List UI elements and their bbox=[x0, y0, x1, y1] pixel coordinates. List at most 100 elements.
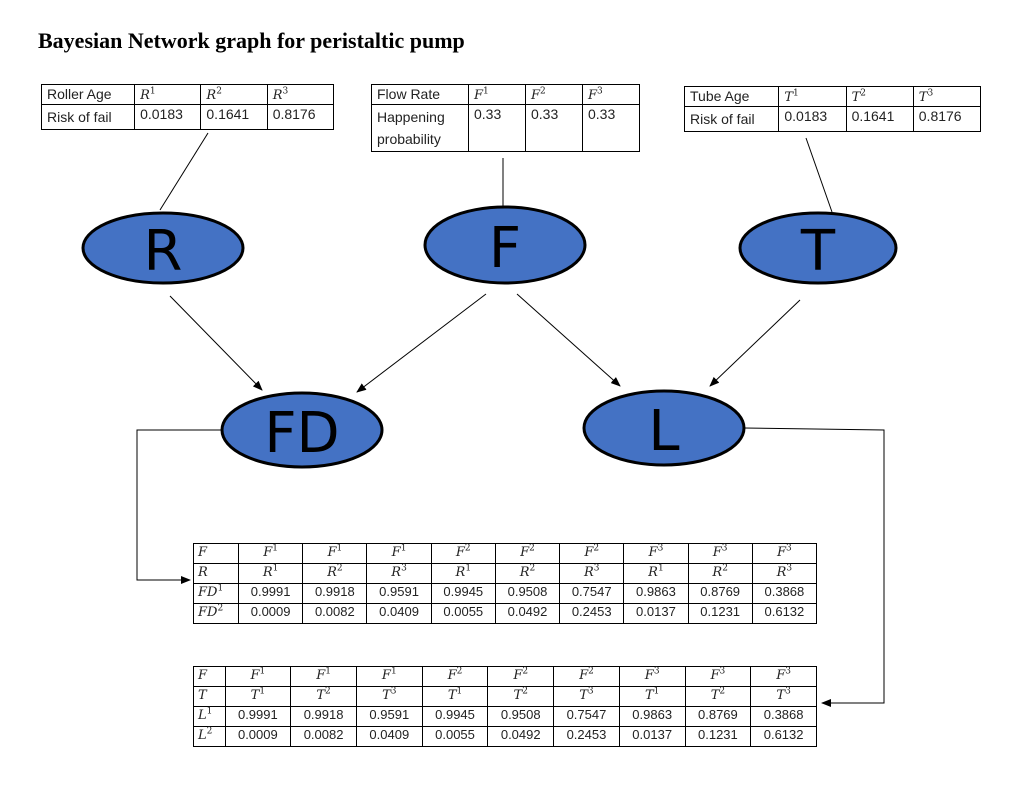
state-cell: F1 bbox=[366, 543, 432, 564]
page-title: Bayesian Network graph for peristaltic p… bbox=[38, 28, 465, 53]
node-t: T bbox=[738, 211, 898, 285]
node-r: R bbox=[81, 211, 245, 285]
state-cell: F2 bbox=[525, 84, 583, 105]
state-cell: F3 bbox=[751, 543, 818, 564]
symbol-base: R bbox=[327, 565, 337, 581]
state-cell: T1 bbox=[618, 686, 686, 707]
symbol-superscript: 3 bbox=[653, 667, 660, 677]
symbol-superscript: 1 bbox=[483, 86, 489, 97]
value-cell: 0.9508 bbox=[494, 583, 561, 604]
value-cell: 0.8176 bbox=[912, 106, 982, 132]
state-cell: R2 bbox=[494, 563, 561, 584]
symbol-superscript: 3 bbox=[785, 667, 791, 677]
symbol-base: F bbox=[712, 545, 722, 561]
symbol-base: R bbox=[198, 565, 208, 580]
value-cell: 0.9863 bbox=[618, 706, 686, 727]
value-cell: 0.6132 bbox=[750, 726, 817, 747]
state-cell: F1 bbox=[238, 543, 304, 564]
symbol-base: L bbox=[198, 708, 207, 724]
symbol-superscript: 3 bbox=[593, 564, 600, 574]
state-cell: F3 bbox=[687, 543, 753, 564]
symbol-base: T bbox=[198, 688, 207, 703]
symbol-base: R bbox=[519, 565, 530, 581]
symbol-base: R bbox=[776, 565, 787, 581]
symbol-base: F bbox=[531, 88, 541, 103]
symbol-base: T bbox=[918, 90, 928, 105]
value-cell: 0.9918 bbox=[290, 706, 357, 727]
symbol-superscript: 2 bbox=[217, 604, 224, 614]
value-cell: 0.1231 bbox=[687, 603, 753, 624]
state-cell: F1 bbox=[302, 543, 368, 564]
value-cell: 0.33 bbox=[468, 104, 526, 152]
symbol-superscript: 1 bbox=[390, 667, 397, 677]
symbol-base: R bbox=[455, 565, 466, 581]
symbol-base: R bbox=[391, 565, 402, 581]
symbol-superscript: 2 bbox=[522, 667, 529, 677]
value-cell: 0.0409 bbox=[366, 603, 432, 624]
value-cell: 0.3868 bbox=[751, 583, 818, 604]
symbol-base: R bbox=[262, 565, 273, 581]
edge-f-l bbox=[516, 293, 621, 387]
state-cell: T1 bbox=[421, 686, 489, 707]
symbol-base: R bbox=[140, 88, 150, 103]
symbol-base: F bbox=[584, 545, 594, 561]
state-cell: F1 bbox=[224, 666, 292, 687]
node-r-label: R bbox=[144, 219, 183, 284]
state-cell: T3 bbox=[553, 686, 620, 707]
symbol-superscript: 1 bbox=[400, 544, 407, 554]
symbol-superscript: 1 bbox=[325, 667, 331, 677]
symbol-base: F bbox=[474, 88, 484, 103]
symbol-superscript: 3 bbox=[657, 544, 664, 554]
state-cell: R1 bbox=[238, 563, 304, 584]
row-label-cell: T bbox=[193, 686, 226, 707]
state-cell: F2 bbox=[494, 543, 561, 564]
value-cell: 0.9991 bbox=[238, 583, 304, 604]
value-cell: 0.1641 bbox=[200, 104, 268, 130]
symbol-base: FD bbox=[198, 585, 218, 601]
node-l: L bbox=[582, 389, 746, 467]
symbol-superscript: 2 bbox=[206, 727, 213, 737]
symbol-superscript: 2 bbox=[216, 86, 222, 97]
symbol-superscript: 1 bbox=[149, 86, 156, 97]
symbol-base: F bbox=[644, 668, 654, 684]
state-cell: R2 bbox=[302, 563, 368, 584]
state-cell: F2 bbox=[559, 543, 625, 564]
state-cell: T1 bbox=[778, 86, 847, 107]
symbol-base: FD bbox=[198, 605, 218, 621]
value-cell: 0.0055 bbox=[421, 726, 489, 747]
state-cell: R2 bbox=[687, 563, 753, 584]
value-cell: 0.33 bbox=[582, 104, 640, 152]
symbol-superscript: 3 bbox=[786, 544, 792, 554]
value-cell: 0.0492 bbox=[487, 726, 555, 747]
state-cell: F3 bbox=[750, 666, 817, 687]
symbol-superscript: 2 bbox=[540, 86, 546, 97]
node-l-label: L bbox=[648, 399, 679, 464]
fd-to-table-connector bbox=[136, 429, 222, 584]
symbol-superscript: 2 bbox=[336, 564, 343, 574]
value-cell: 0.9863 bbox=[623, 583, 689, 604]
symbol-base: F bbox=[710, 668, 720, 684]
symbol-superscript: 2 bbox=[464, 544, 471, 554]
symbol-base: R bbox=[648, 565, 658, 581]
value-cell: 0.0492 bbox=[494, 603, 561, 624]
value-cell: 0.0055 bbox=[430, 603, 496, 624]
symbol-superscript: 1 bbox=[456, 687, 463, 697]
node-t-label: T bbox=[800, 219, 836, 284]
value-cell: 0.0137 bbox=[623, 603, 689, 624]
symbol-superscript: 2 bbox=[588, 667, 594, 677]
state-cell: F1 bbox=[290, 666, 357, 687]
row-label-cell: F bbox=[193, 666, 226, 687]
symbol-superscript: 1 bbox=[272, 564, 279, 574]
symbol-superscript: 1 bbox=[657, 564, 664, 574]
symbol-base: F bbox=[381, 668, 391, 684]
